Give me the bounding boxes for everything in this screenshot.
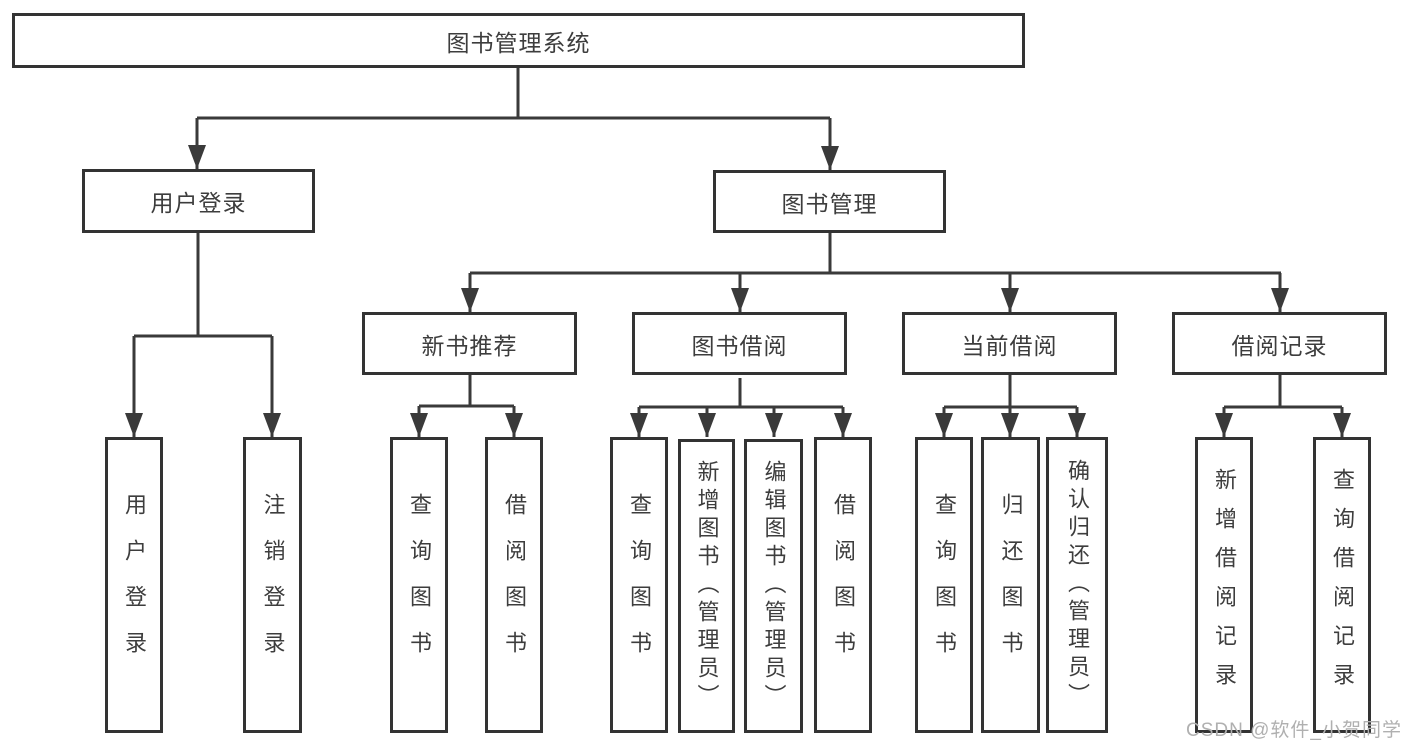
node-library-management-system: 图书管理系统	[12, 13, 1025, 68]
arrow-down-icon	[698, 413, 716, 437]
node-bb-query-books: 查询图书	[610, 437, 668, 733]
node-cb-return-books-label: 归还图书	[998, 493, 1024, 677]
node-cb-return-books: 归还图书	[981, 437, 1040, 733]
node-cb-query-books: 查询图书	[915, 437, 973, 733]
connector-current-borrowing-to-children	[935, 375, 1086, 437]
arrow-down-icon	[1271, 288, 1289, 312]
node-cb-query-books-label: 查询图书	[932, 493, 957, 677]
node-borrowing-records: 借阅记录	[1172, 312, 1387, 375]
arrow-down-icon	[630, 413, 648, 437]
arrow-down-icon	[765, 413, 783, 437]
connector-book-management-to-level3	[461, 233, 1289, 312]
node-cb-confirm-return-admin-label: 确认归还（管理员）	[1065, 459, 1090, 711]
arrow-down-icon	[125, 413, 143, 437]
node-nb-query-books-label: 查询图书	[407, 493, 432, 677]
node-br-add-record: 新增借阅记录	[1195, 437, 1253, 733]
arrow-down-icon	[188, 145, 206, 169]
node-bb-add-books-admin-label: 新增图书（管理员）	[694, 460, 720, 712]
arrow-down-icon	[1001, 288, 1019, 312]
node-book-management-label: 图书管理	[781, 190, 878, 217]
node-user-login-leaf: 用户登录	[105, 437, 163, 733]
connector-book-borrowing-to-children	[630, 378, 852, 437]
node-br-add-record-label: 新增借阅记录	[1212, 468, 1237, 702]
node-user-login-label: 用户登录	[150, 190, 247, 216]
node-book-management: 图书管理	[713, 170, 946, 233]
arrow-down-icon	[1333, 413, 1351, 437]
node-book-borrowing: 图书借阅	[632, 312, 847, 375]
node-current-borrowing: 当前借阅	[902, 312, 1117, 375]
node-user-login: 用户登录	[82, 169, 315, 233]
arrow-down-icon	[834, 413, 852, 437]
node-br-query-record-label: 查询借阅记录	[1330, 468, 1355, 702]
node-logout-leaf-label: 注销登录	[260, 493, 286, 677]
arrow-down-icon	[505, 413, 523, 437]
node-library-management-system-label: 图书管理系统	[446, 29, 591, 56]
node-bb-add-books-admin: 新增图书（管理员）	[678, 439, 735, 733]
arrow-down-icon	[461, 288, 479, 312]
node-current-borrowing-label: 当前借阅	[961, 332, 1058, 359]
node-nb-borrow-books-label: 借阅图书	[502, 493, 527, 677]
connector-new-book-recommend-to-children	[410, 375, 523, 437]
node-bb-borrow-books: 借阅图书	[814, 437, 872, 733]
watermark-text: CSDN @软件_小贺同学	[1186, 720, 1402, 741]
node-nb-borrow-books: 借阅图书	[485, 437, 543, 733]
connector-root-to-level2	[188, 68, 839, 170]
node-book-borrowing-label: 图书借阅	[691, 332, 788, 359]
node-borrowing-records-label: 借阅记录	[1231, 332, 1328, 359]
arrow-down-icon	[1215, 413, 1233, 437]
node-cb-confirm-return-admin: 确认归还（管理员）	[1046, 437, 1108, 733]
connector-borrowing-records-to-children	[1215, 375, 1351, 437]
node-logout-leaf: 注销登录	[243, 437, 302, 733]
arrow-down-icon	[1001, 413, 1019, 437]
node-bb-query-books-label: 查询图书	[627, 493, 652, 677]
node-bb-borrow-books-label: 借阅图书	[831, 493, 856, 677]
arrow-down-icon	[935, 413, 953, 437]
arrow-down-icon	[410, 413, 428, 437]
arrow-down-icon	[263, 413, 281, 437]
node-new-book-recommend: 新书推荐	[362, 312, 577, 375]
connector-user-login-to-children	[125, 233, 281, 437]
arrow-down-icon	[821, 146, 839, 170]
node-br-query-record: 查询借阅记录	[1313, 437, 1371, 733]
node-new-book-recommend-label: 新书推荐	[421, 332, 518, 359]
node-nb-query-books: 查询图书	[390, 437, 448, 733]
node-user-login-leaf-label: 用户登录	[122, 493, 147, 677]
arrow-down-icon	[1068, 413, 1086, 437]
node-bb-edit-books-admin: 编辑图书（管理员）	[744, 439, 803, 733]
arrow-down-icon	[731, 288, 749, 312]
node-bb-edit-books-admin-label: 编辑图书（管理员）	[761, 460, 787, 712]
